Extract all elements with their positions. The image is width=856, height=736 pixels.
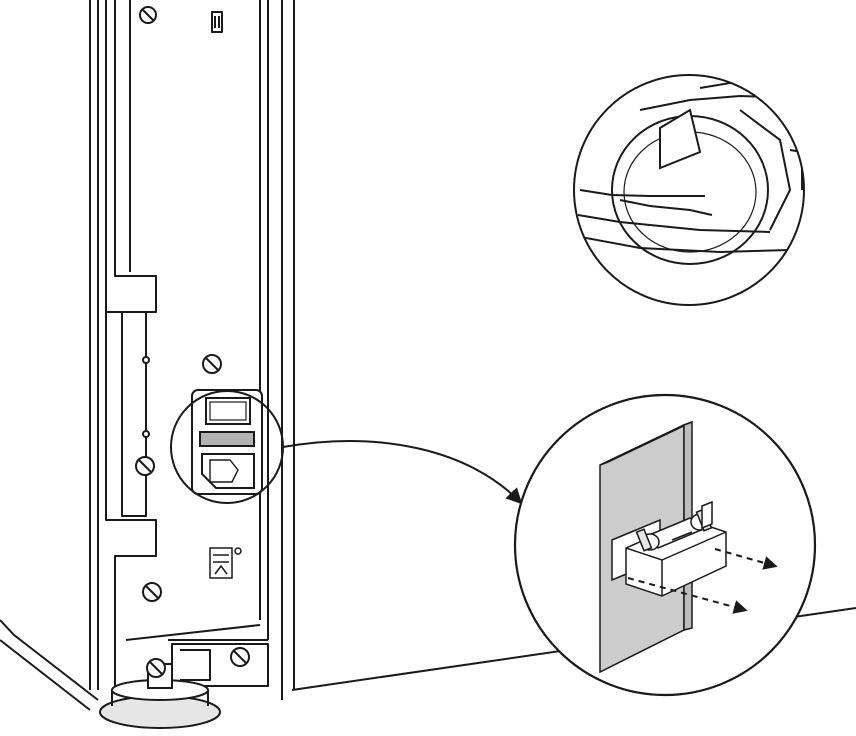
arrow-icon: [282, 440, 523, 505]
cabinet-foot: [99, 663, 221, 729]
panel-plate: [121, 311, 147, 517]
iec-socket: [201, 453, 255, 489]
screw-icon: [135, 456, 155, 476]
screw-icon: [230, 647, 250, 667]
cabinet-left-base-inner: [0, 639, 91, 711]
ground-terminal: [209, 547, 242, 579]
arrow-icon: [627, 577, 748, 614]
panel-left-profile: [105, 0, 157, 690]
screw-icon: [142, 582, 162, 602]
detail-circle-top: [573, 74, 805, 306]
small-hole: [142, 356, 150, 364]
screw-icon: [146, 658, 166, 678]
panel-bottom: [125, 624, 261, 641]
panel-top-window: [211, 11, 223, 33]
bottom-bracket-slot: [180, 649, 211, 681]
cabinet-left-base: [0, 619, 99, 701]
small-hole: [142, 430, 150, 438]
power-inlet-module: [191, 389, 263, 495]
fuse-drawer: [199, 431, 255, 447]
detail-circle-fuse: [513, 393, 817, 697]
screws: [135, 6, 250, 678]
screw-icon: [202, 354, 222, 374]
screw-icon: [139, 6, 157, 24]
